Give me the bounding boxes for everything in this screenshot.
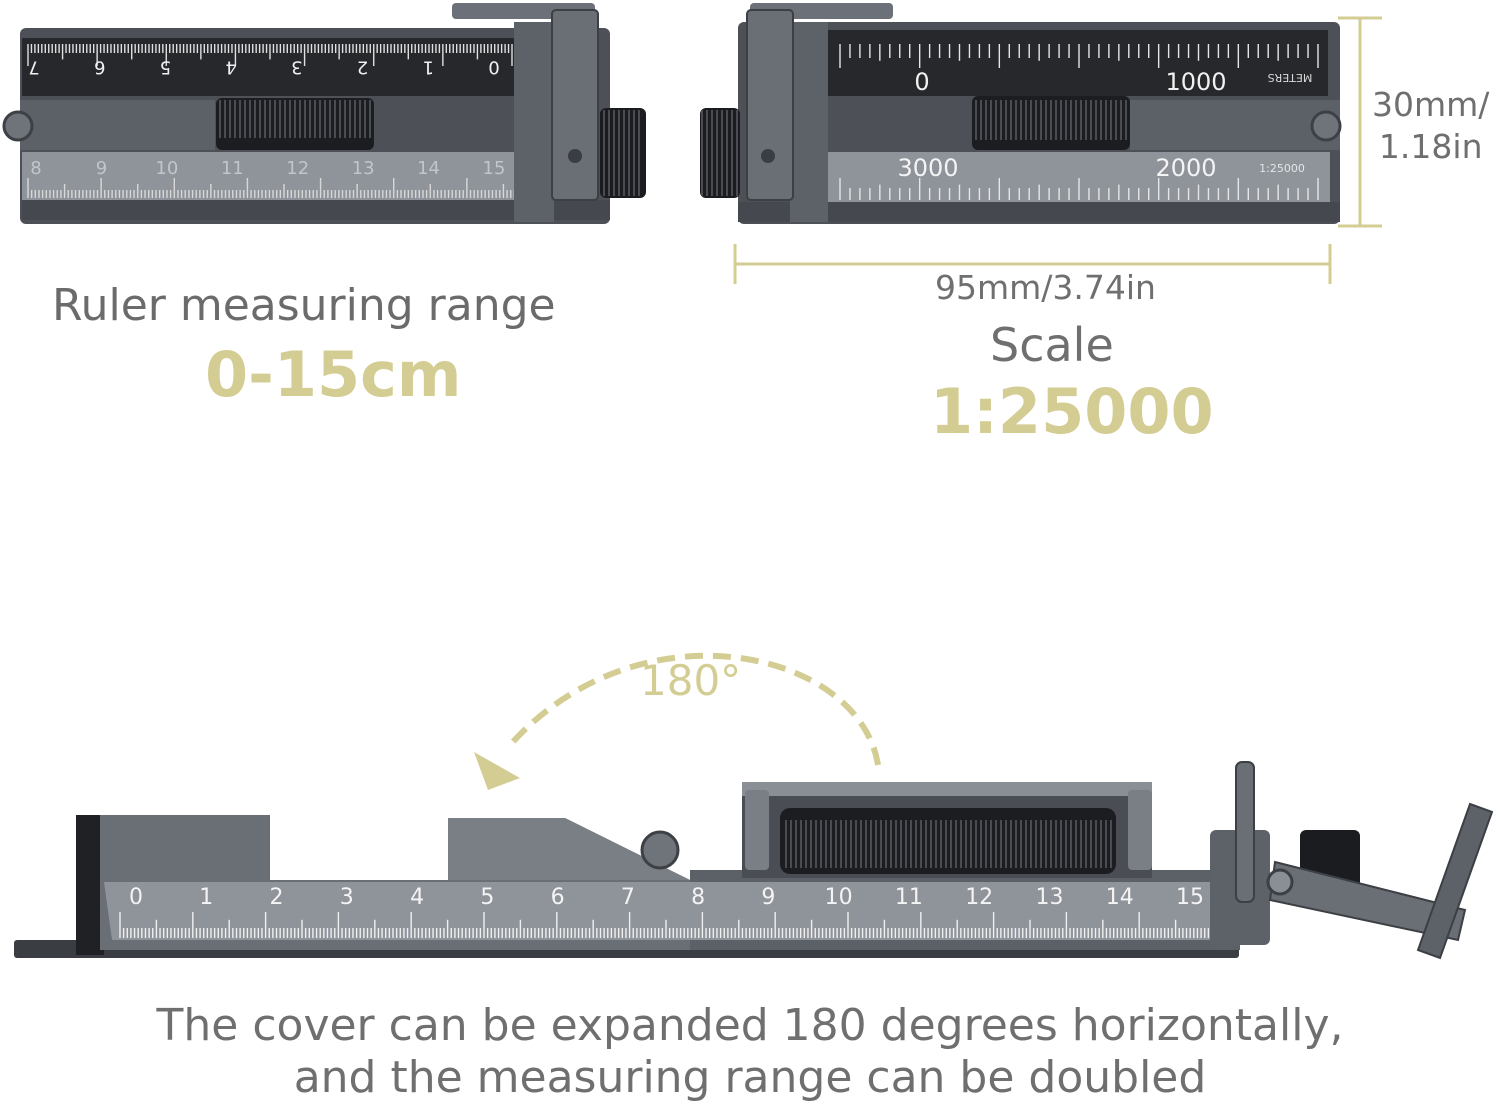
footer-line2: and the measuring range can be doubled [293, 1052, 1207, 1103]
scale-label: 5 [160, 56, 171, 77]
height-label-line1: 30mm/ [1372, 85, 1490, 124]
scale-label: 7 [621, 885, 635, 910]
scale-label: 8 [691, 885, 705, 910]
arm-screw [761, 149, 775, 163]
scale-label: 0 [129, 885, 143, 910]
scale-label: 10 [155, 158, 178, 179]
ruler-range-caption: Ruler measuring range [52, 280, 556, 331]
scale-label: 1 [199, 885, 213, 910]
scale-label: 12 [286, 158, 309, 179]
scale-label: 1000 [1165, 68, 1226, 96]
scale-label: 9 [761, 885, 775, 910]
sight-vane [1235, 761, 1255, 903]
scale-label: 4 [410, 885, 424, 910]
ruler-range-value: 0-15cm [205, 338, 462, 411]
scale-label: 7 [28, 56, 39, 77]
scale-label: 6 [551, 885, 565, 910]
bottom-scale-ticks [27, 178, 541, 198]
scale-label: 4 [225, 56, 236, 77]
scale-label: 6 [94, 56, 105, 77]
scale-label: 5 [480, 885, 494, 910]
rotation-arrow [474, 652, 881, 790]
hinge-pivot [640, 830, 680, 870]
scale-label: 1 [423, 56, 434, 77]
side-knob [700, 108, 740, 198]
scale-marking: 1:25000 [1259, 162, 1305, 175]
scale-label: 8 [30, 158, 41, 179]
mirror-plate [1416, 802, 1494, 960]
height-label-line2: 1.18in [1378, 127, 1483, 166]
scale-label: 3 [291, 56, 302, 77]
scale-label: 3000 [897, 154, 958, 182]
arm-screw [568, 149, 582, 163]
meters-label: METERS [1268, 71, 1313, 84]
footer-caption: The cover can be expanded 180 degrees ho… [0, 1000, 1500, 1104]
compass-ruler-right-view: METERS 0 1000 3000 2000 1:25000 [700, 3, 1342, 224]
bottom-scale-ticks [839, 178, 1319, 200]
dial-knurl-ridges [785, 820, 1112, 868]
bottom-scale-plate [104, 882, 1222, 940]
scale-label: 2000 [1155, 154, 1216, 182]
sight-arm [746, 9, 794, 201]
scale-label: 15 [1176, 885, 1204, 910]
hinge-arm [514, 22, 554, 222]
scale-label: 15 [483, 158, 506, 179]
hinge-arm [790, 22, 828, 222]
right-wing [1130, 100, 1340, 150]
height-dimension-label: 30mm/ 1.18in [1372, 84, 1489, 168]
top-scale-ticks [839, 44, 1319, 68]
footer-line1: The cover can be expanded 180 degrees ho… [156, 1000, 1344, 1051]
scale-ticks [119, 912, 1213, 938]
scale-value: 1:25000 [930, 375, 1214, 448]
scale-caption: Scale [990, 318, 1114, 372]
scale-label: 10 [825, 885, 853, 910]
scale-label: 14 [417, 158, 440, 179]
scale-label: 13 [352, 158, 375, 179]
dial-knurl-ridges [975, 100, 1127, 140]
scale-label: 11 [895, 885, 923, 910]
sight-arm [551, 9, 599, 201]
dimension-lines [733, 16, 1382, 284]
pivot-screw [2, 110, 34, 142]
scale-label: 11 [221, 158, 244, 179]
scale-label: 0 [914, 68, 929, 96]
scale-label: 13 [1035, 885, 1063, 910]
arm-screw [1266, 868, 1294, 896]
bottom-scale-plate [822, 152, 1330, 202]
scale-label: 14 [1106, 885, 1134, 910]
width-dimension-label: 95mm/3.74in [935, 268, 1156, 307]
scale-label: 9 [96, 158, 107, 179]
scale-label: 3 [340, 885, 354, 910]
top-scale-ticks [27, 44, 513, 66]
dial-top-plate [742, 782, 1152, 796]
left-wing [20, 100, 215, 150]
scale-label: 0 [488, 56, 499, 77]
arrow-head-icon [474, 752, 520, 790]
top-scale-plate [828, 30, 1328, 96]
scale-label: 2 [270, 885, 284, 910]
rotation-angle-label: 180° [640, 656, 742, 705]
dial-knurl-ridges [219, 100, 371, 138]
scale-label: 2 [357, 56, 368, 77]
scale-label: 12 [965, 885, 993, 910]
pivot-screw [1310, 110, 1342, 142]
